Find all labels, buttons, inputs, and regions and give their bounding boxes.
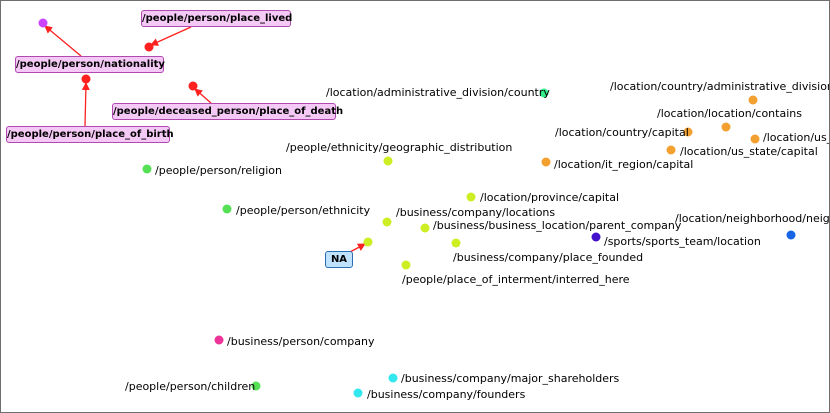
- relation-point-label-7: /people/ethnicity/geographic_distributio…: [286, 141, 512, 154]
- relation-point-label-9: /location/province/capital: [480, 191, 619, 204]
- relation-point-label-17: /business/person/company: [227, 335, 375, 348]
- relation-point-11: [382, 217, 392, 227]
- relation-point-20: [353, 388, 363, 398]
- violet-point: [38, 18, 48, 28]
- relation-point-label-11: /business/company/locations: [396, 206, 555, 219]
- relation-point-15: [451, 238, 461, 248]
- relation-point-10: [222, 204, 232, 214]
- relation-point-label-12: /business/business_location/parent_compa…: [433, 219, 682, 232]
- relation-point-4: [750, 134, 760, 144]
- relation-point-0: [539, 88, 549, 98]
- relation-point-16: [401, 260, 411, 270]
- relation-box-place-of-birth: /people/person/place_of_birth: [6, 126, 174, 143]
- relation-point-9: [466, 192, 476, 202]
- relation-box-place-of-death: /people/deceased_person/place_of_death: [112, 103, 343, 120]
- relation-point-label-0: /location/administrative_division/countr…: [326, 86, 550, 99]
- red-point-place-of-death: [188, 81, 198, 91]
- relation-point-label-15: /business/company/place_founded: [453, 251, 643, 264]
- arrow-na: [349, 243, 366, 253]
- arrow-nationality: [44, 25, 82, 57]
- relation-point-2: [721, 122, 731, 132]
- relation-point-6: [541, 157, 551, 167]
- relation-point-label-13: /location/neighborhood/neigh: [675, 212, 829, 225]
- arrow-place-of-death: [194, 88, 212, 104]
- relation-point-label-1: /location/country/administrative_divisio…: [610, 80, 829, 93]
- relation-point-12: [420, 223, 430, 233]
- relation-point-label-8: /people/person/religion: [155, 164, 282, 177]
- relation-point-label-5: /location/us_state/capital: [680, 145, 818, 158]
- relation-point-3: [683, 127, 693, 137]
- relation-point-label-14: /sports/sports_team/location: [604, 235, 761, 248]
- relation-point-14: [591, 232, 601, 242]
- relation-point-13: [786, 230, 796, 240]
- arrow-place-lived: [150, 26, 192, 46]
- relation-point-label-16: /people/place_of_interment/interred_here: [402, 273, 630, 286]
- relation-point-19: [251, 381, 261, 391]
- red-point-place-lived: [144, 42, 154, 52]
- relation-point-label-6: /location/it_region/capital: [554, 158, 693, 171]
- relation-point-17: [214, 335, 224, 345]
- relation-point-label-2: /location/location/contains: [657, 107, 802, 120]
- relation-point-18: [388, 373, 398, 383]
- relation-point-7: [383, 156, 393, 166]
- red-point-place-of-birth: [81, 74, 91, 84]
- relation-box-place-lived: /people/person/place_lived: [141, 10, 292, 27]
- relation-point-label-10: /people/person/ethnicity: [236, 204, 371, 217]
- relation-point-8: [142, 164, 152, 174]
- relation-point-label-3: /location/country/capital: [555, 126, 689, 139]
- na-point: [363, 237, 373, 247]
- relation-point-1: [748, 95, 758, 105]
- relation-point-label-4: /location/us_: [763, 131, 829, 144]
- relation-point-5: [666, 145, 676, 155]
- relation-box-na: NA: [325, 251, 353, 268]
- relation-box-nationality: /people/person/nationality: [15, 56, 165, 73]
- arrow-place-of-birth: [81, 82, 90, 127]
- relation-point-label-20: /business/company/founders: [367, 388, 526, 401]
- relation-point-label-18: /business/company/major_shareholders: [401, 372, 620, 385]
- relation-point-label-19: /people/person/children: [125, 380, 255, 393]
